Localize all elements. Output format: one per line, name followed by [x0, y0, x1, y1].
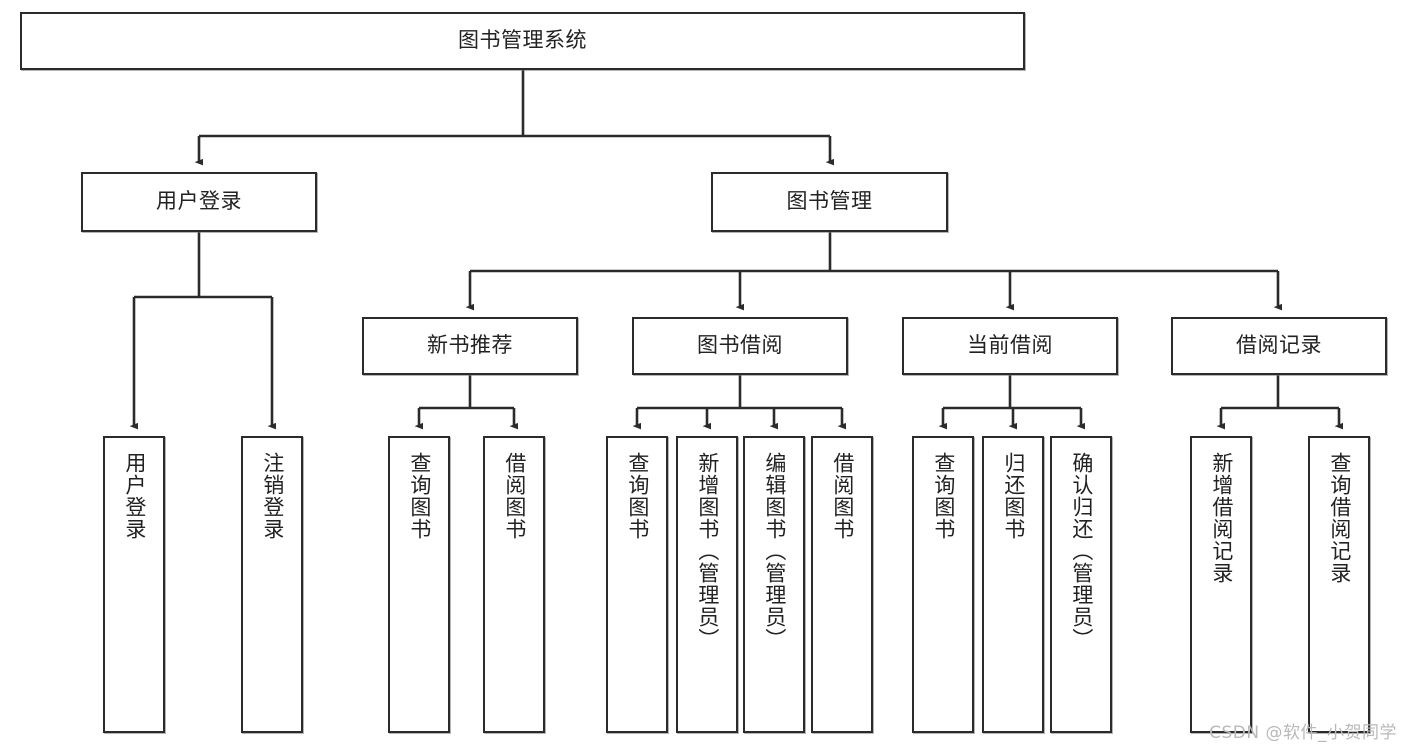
node-new-book-recommend-label: 新书推荐	[427, 333, 513, 358]
leaf-borrow-book-nbr[interactable]: 借阅图书	[483, 436, 545, 733]
leaf-confirm-return-admin-label: 确认归还（管理员）	[1069, 452, 1094, 650]
leaf-confirm-return-admin[interactable]: 确认归还（管理员）	[1050, 436, 1112, 733]
leaf-query-borrow-record-label: 查询借阅记录	[1327, 452, 1352, 584]
leaf-logout-label: 注销登录	[260, 452, 285, 540]
leaf-add-borrow-record[interactable]: 新增借阅记录	[1190, 436, 1252, 733]
node-user-login-label: 用户登录	[156, 189, 242, 214]
leaf-borrow-book-bb[interactable]: 借阅图书	[811, 436, 873, 733]
leaf-query-book-bb-label: 查询图书	[625, 452, 650, 540]
node-book-borrow-label: 图书借阅	[697, 333, 783, 358]
node-borrow-record[interactable]: 借阅记录	[1171, 317, 1387, 375]
leaf-query-book-cb[interactable]: 查询图书	[912, 436, 974, 733]
node-new-book-recommend[interactable]: 新书推荐	[362, 317, 578, 375]
node-current-borrow-label: 当前借阅	[967, 333, 1053, 358]
node-borrow-record-label: 借阅记录	[1236, 333, 1322, 358]
leaf-query-book-cb-label: 查询图书	[931, 452, 956, 540]
leaf-logout[interactable]: 注销登录	[241, 436, 303, 733]
leaf-borrow-book-nbr-label: 借阅图书	[502, 452, 527, 540]
leaf-add-borrow-record-label: 新增借阅记录	[1209, 452, 1234, 584]
leaf-query-book-bb[interactable]: 查询图书	[606, 436, 668, 733]
node-book-borrow[interactable]: 图书借阅	[632, 317, 848, 375]
node-root-label: 图书管理系统	[458, 28, 587, 53]
node-root[interactable]: 图书管理系统	[20, 12, 1025, 70]
leaf-return-book-label: 归还图书	[1001, 452, 1026, 540]
leaf-query-book-nbr-label: 查询图书	[407, 452, 432, 540]
leaf-query-book-nbr[interactable]: 查询图书	[388, 436, 450, 733]
leaf-return-book[interactable]: 归还图书	[982, 436, 1044, 733]
leaf-user-login[interactable]: 用户登录	[103, 436, 165, 733]
leaf-edit-book-admin[interactable]: 编辑图书（管理员）	[743, 436, 805, 733]
leaf-borrow-book-bb-label: 借阅图书	[830, 452, 855, 540]
leaf-query-borrow-record[interactable]: 查询借阅记录	[1308, 436, 1370, 733]
watermark: CSDN @软件_小贺同学	[1209, 723, 1397, 743]
leaf-edit-book-admin-label: 编辑图书（管理员）	[762, 452, 787, 650]
node-user-login[interactable]: 用户登录	[81, 172, 317, 232]
leaf-add-book-admin[interactable]: 新增图书（管理员）	[676, 436, 738, 733]
node-book-management[interactable]: 图书管理	[711, 172, 948, 232]
leaf-user-login-label: 用户登录	[122, 452, 147, 540]
leaf-add-book-admin-label: 新增图书（管理员）	[695, 452, 720, 650]
node-current-borrow[interactable]: 当前借阅	[902, 317, 1118, 375]
node-book-management-label: 图书管理	[786, 189, 873, 214]
